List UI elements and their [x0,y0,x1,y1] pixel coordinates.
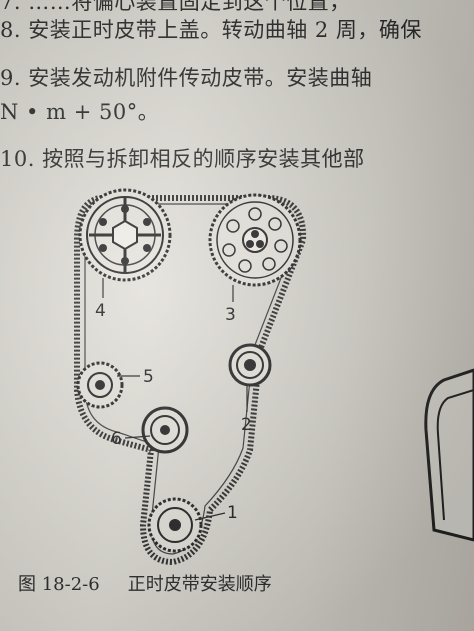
label-2: 2 [241,415,252,435]
adjacent-figure-fragment [424,368,474,542]
pulley-6 [141,406,189,454]
crankshaft-pulley [147,497,203,553]
camshaft-pulley-left [78,188,172,282]
text-line-8: 8. 安装正时皮带上盖。转动曲轴 2 周，确保 [0,18,422,42]
idler-pulley-2 [228,343,272,387]
timing-belt-diagram: 4 3 2 5 6 1 [74,188,307,566]
label-6: 6 [111,429,122,449]
text-line-7: 7. ……将偏心装置固定到这个位置， [0,0,351,14]
timing-belt [74,195,307,566]
label-5: 5 [143,367,154,387]
figure-caption: 图 18-2-6 正时皮带安装顺序 [18,570,272,596]
pulley-5 [76,361,124,409]
text-line-9: 9. 安装发动机附件传动皮带。安装曲轴 [0,66,373,90]
label-1: 1 [227,503,238,523]
camshaft-pulley-right [208,193,302,287]
text-line-10: 10. 按照与拆卸相反的顺序安装其他部 [0,147,365,171]
label-4: 4 [95,301,106,321]
figure-number: 图 18-2-6 [18,574,100,595]
text-line-torque: N • m + 50°。 [0,100,160,124]
label-3: 3 [225,305,236,325]
figure-title: 正时皮带安装顺序 [127,574,272,595]
